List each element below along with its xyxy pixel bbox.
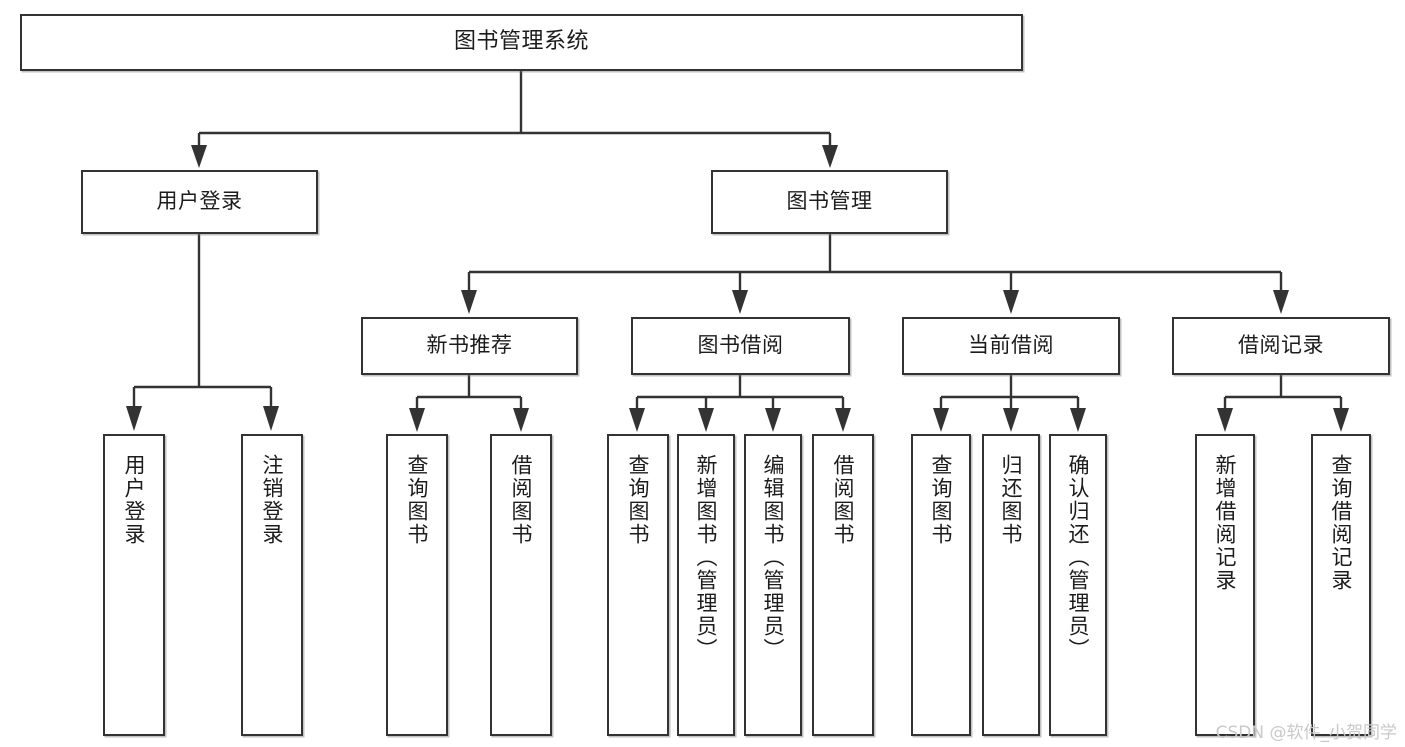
arrow-leaf-logout — [263, 406, 279, 431]
node-label: 查询图书 — [929, 454, 954, 546]
node-label: 借阅图书 — [509, 454, 534, 546]
arrow-leaf-confirm-return — [1070, 408, 1086, 432]
arrow-book-manage — [822, 145, 838, 168]
node-borrow-record[interactable]: 借阅记录 — [1172, 317, 1390, 375]
leaf-logout[interactable]: 注销登录 — [241, 434, 303, 736]
leaf-query-book-new-rec[interactable]: 查询图书 — [386, 434, 448, 736]
node-label: 借阅图书 — [831, 454, 856, 546]
leaf-borrow-book-new-rec[interactable]: 借阅图书 — [490, 434, 552, 736]
node-label: 归还图书 — [999, 454, 1024, 546]
arrow-leaf-query-book-1 — [409, 408, 425, 432]
arrow-new-book-rec — [461, 290, 477, 314]
arrow-leaf-return-book — [1003, 408, 1019, 432]
node-book-borrow[interactable]: 图书借阅 — [631, 317, 850, 375]
node-label: 图书管理系统 — [453, 29, 589, 55]
node-label: 用户登录 — [122, 454, 147, 546]
arrow-leaf-add-book — [698, 408, 714, 432]
node-user-login[interactable]: 用户登录 — [81, 170, 318, 234]
node-label: 新书推荐 — [426, 333, 513, 358]
leaf-confirm-return-admin[interactable]: 确认归还（管理员） — [1049, 434, 1107, 736]
arrow-leaf-borrow-book-2 — [835, 408, 851, 432]
node-label: 新增借阅记录 — [1213, 454, 1238, 592]
node-label: 新增图书（管理员） — [694, 454, 719, 661]
arrow-user-login — [191, 145, 207, 168]
leaf-borrow-book[interactable]: 借阅图书 — [812, 434, 874, 736]
node-new-book-recommend[interactable]: 新书推荐 — [361, 317, 578, 375]
arrow-leaf-edit-book — [765, 408, 781, 432]
node-book-manage[interactable]: 图书管理 — [711, 170, 948, 234]
node-current-borrow[interactable]: 当前借阅 — [902, 317, 1120, 375]
leaf-return-book[interactable]: 归还图书 — [982, 434, 1040, 736]
node-label: 图书管理 — [786, 189, 873, 214]
leaf-add-book-admin[interactable]: 新增图书（管理员） — [677, 434, 735, 736]
csdn-watermark: CSDN @软件_小贺同学 — [1215, 723, 1397, 743]
arrow-leaf-borrow-book-1 — [513, 408, 529, 432]
node-label: 注销登录 — [260, 454, 285, 546]
node-label: 查询图书 — [626, 454, 651, 546]
leaf-query-borrow-record[interactable]: 查询借阅记录 — [1311, 434, 1371, 736]
leaf-query-book-borrow[interactable]: 查询图书 — [607, 434, 669, 736]
node-label: 查询借阅记录 — [1329, 454, 1354, 592]
node-label: 确认归还（管理员） — [1066, 454, 1091, 661]
leaf-add-borrow-record[interactable]: 新增借阅记录 — [1195, 434, 1255, 736]
arrow-leaf-query-record — [1333, 408, 1349, 432]
node-label: 当前借阅 — [968, 333, 1054, 358]
node-label: 图书借阅 — [697, 333, 784, 358]
arrow-current-borrow — [1003, 290, 1019, 314]
arrow-leaf-user-login — [126, 406, 142, 431]
arrow-leaf-query-book-3 — [933, 408, 949, 432]
node-label: 编辑图书（管理员） — [761, 454, 786, 661]
leaf-edit-book-admin[interactable]: 编辑图书（管理员） — [744, 434, 802, 736]
node-label: 查询图书 — [405, 454, 430, 546]
node-root-system[interactable]: 图书管理系统 — [20, 14, 1023, 71]
node-label: 用户登录 — [156, 189, 243, 214]
leaf-user-login[interactable]: 用户登录 — [103, 434, 165, 736]
node-label: 借阅记录 — [1238, 333, 1324, 358]
arrow-leaf-query-book-2 — [629, 408, 645, 432]
arrow-borrow-record — [1273, 290, 1289, 314]
leaf-query-book-current[interactable]: 查询图书 — [911, 434, 971, 736]
arrow-leaf-add-record — [1217, 408, 1233, 432]
arrow-book-borrow — [732, 290, 748, 314]
